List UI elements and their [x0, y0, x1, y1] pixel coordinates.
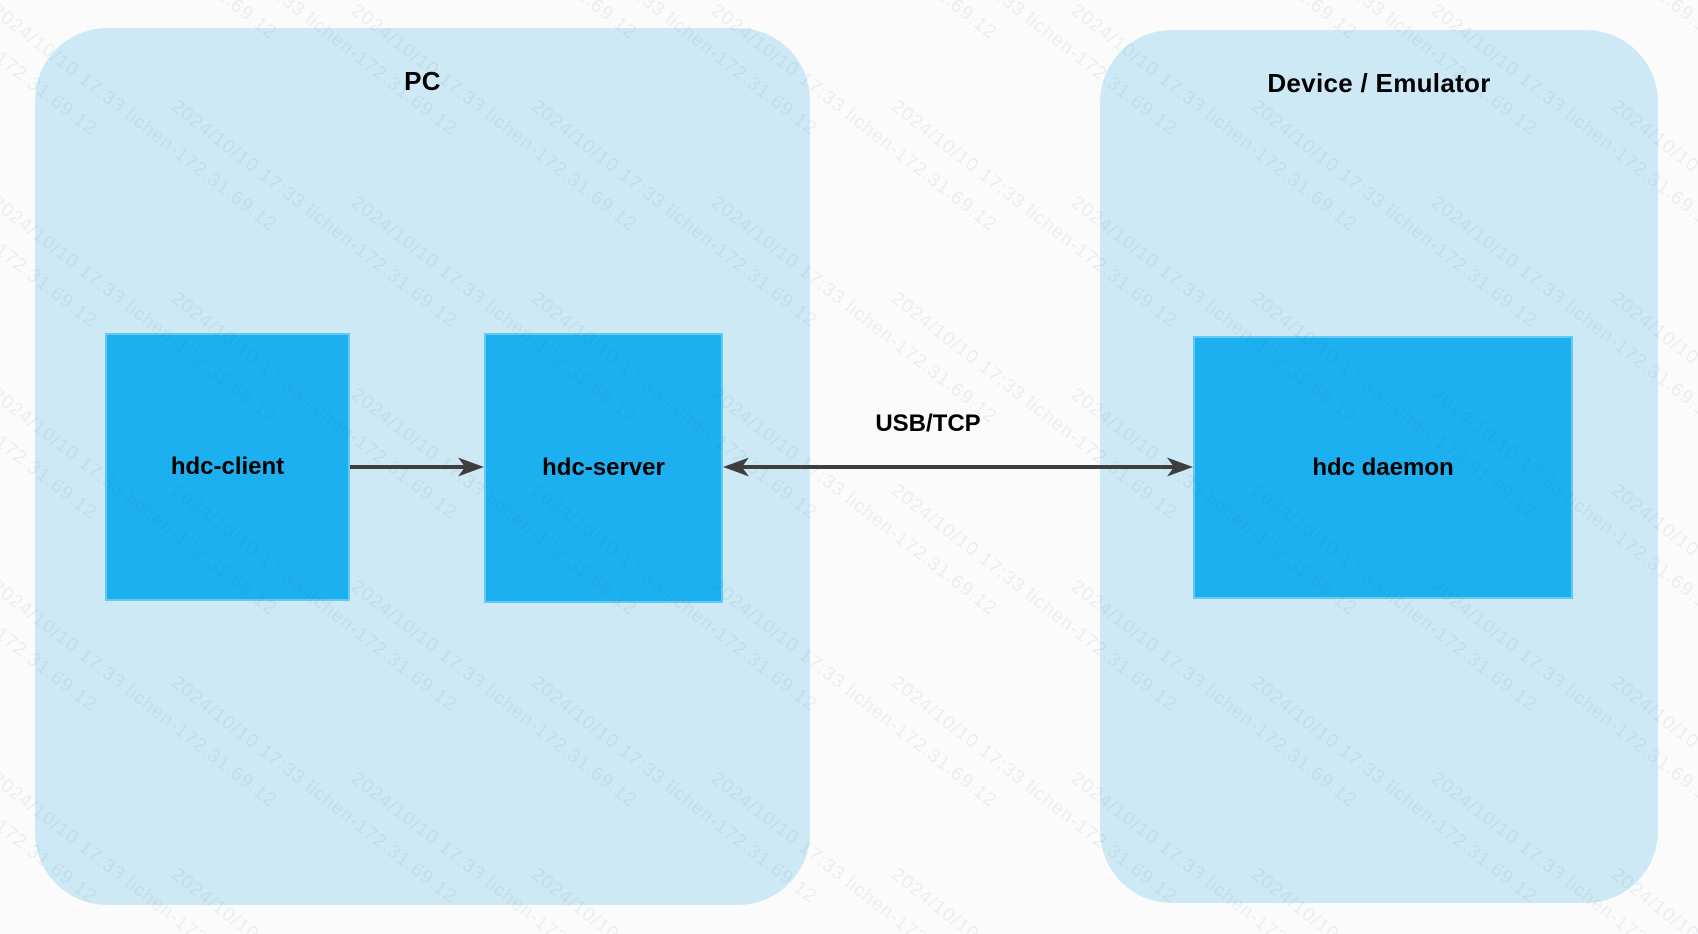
node-label-hdc-daemon: hdc daemon — [1312, 453, 1454, 481]
node-hdc-daemon: hdc daemon — [1193, 336, 1573, 599]
container-title-pc: PC — [404, 66, 441, 96]
node-hdc-server: hdc-server — [484, 333, 723, 603]
node-label-hdc-server: hdc-server — [542, 454, 665, 481]
container-title-device-emulator: Device / Emulator — [1267, 68, 1491, 98]
edge-label-usb-tcp: USB/TCP — [875, 410, 981, 437]
node-label-hdc-client: hdc-client — [170, 453, 285, 480]
node-hdc-client: hdc-client — [105, 333, 350, 601]
